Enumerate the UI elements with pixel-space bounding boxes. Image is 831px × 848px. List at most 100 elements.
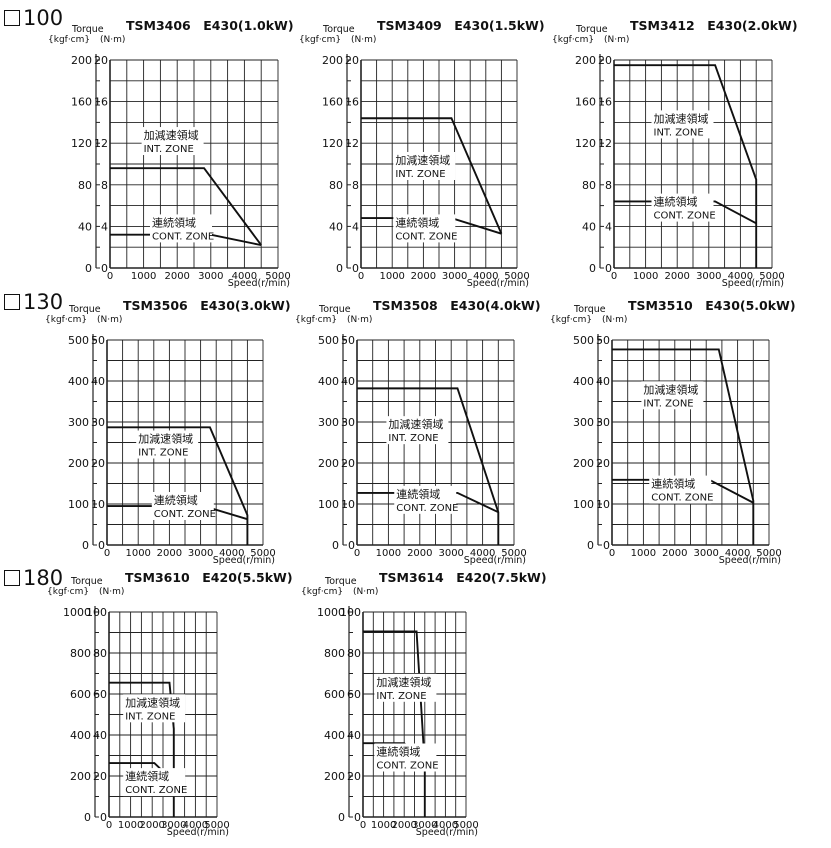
nm-tick-label: 8: [352, 179, 359, 192]
nm-tick-label: 0: [603, 539, 610, 552]
kgfcm-tick-label: 80: [329, 179, 343, 192]
y-axis-title: Torque: [322, 24, 355, 35]
chart-title: TSM3506 E430(3.0kW): [123, 298, 291, 313]
kgfcm-tick-label: 100: [68, 498, 89, 511]
x-tick-label: 1000: [118, 820, 143, 831]
int-zone-curve: [357, 387, 500, 545]
kgfcm-tick-label: 0: [589, 262, 596, 275]
zone-label-bg: [374, 743, 437, 772]
nm-tick-label: 10: [596, 498, 610, 511]
x-tick-label: 5000: [756, 548, 781, 559]
y-units-nm: (N·m): [100, 35, 125, 45]
y-axis-title: Torque: [70, 576, 103, 587]
x-tick-label: 5000: [204, 820, 229, 831]
kgfcm-tick-label: 160: [71, 96, 92, 109]
x-tick-label: 0: [611, 271, 617, 282]
nm-tick-label: 80: [93, 647, 107, 660]
kgfcm-tick-label: 40: [582, 220, 596, 233]
cont-zone-label-en: CONT. ZONE: [125, 785, 187, 796]
x-tick-label: 0: [609, 548, 615, 559]
y-units-kgfcm: {kgf·cm}: [550, 315, 592, 325]
y-axis-title: Torque: [324, 576, 357, 587]
y-units-nm: (N·m): [602, 315, 627, 325]
x-tick-label: 0: [360, 820, 366, 831]
x-tick-label: 1000: [371, 820, 396, 831]
x-axis-title: Speed(r/min): [467, 278, 529, 289]
x-tick-label: 5000: [265, 271, 290, 282]
cont-zone-label-en: CONT. ZONE: [396, 503, 458, 514]
nm-tick-label: 0: [100, 811, 107, 824]
int-zone-label-jp: 加減速領域: [376, 675, 431, 689]
kgfcm-tick-label: 80: [78, 179, 92, 192]
kgfcm-tick-label: 1000: [317, 606, 345, 619]
cont-zone-label-jp: 連続領域: [396, 487, 440, 501]
cont-zone-label-jp: 連続領域: [654, 195, 698, 209]
nm-tick-label: 20: [345, 54, 359, 67]
cont-zone-label-en: CONT. ZONE: [152, 231, 214, 242]
int-zone-curve: [361, 117, 503, 235]
nm-tick-label: 20: [91, 457, 105, 470]
nm-tick-label: 0: [354, 811, 361, 824]
chart-title: TSM3409 E430(1.5kW): [377, 18, 545, 33]
cont-zone-label-jp: 連続領域: [152, 215, 196, 229]
y-units-kgfcm: {kgf·cm}: [47, 587, 89, 597]
nm-tick-label: 60: [347, 688, 361, 701]
x-axis-title: Speed(r/min): [416, 827, 478, 838]
section-label-130: 130: [4, 290, 63, 314]
x-tick-label: 0: [104, 548, 110, 559]
nm-tick-label: 30: [341, 416, 355, 429]
x-axis-title: Speed(r/min): [722, 278, 784, 289]
x-tick-label: 2000: [164, 271, 189, 282]
int-zone-label-jp: 加減速領域: [138, 432, 193, 446]
int-zone-curve: [110, 167, 262, 246]
chart-title: TSM3614 E420(7.5kW): [379, 570, 547, 585]
kgfcm-tick-label: 160: [575, 96, 596, 109]
zone-label-bg: [386, 416, 449, 445]
zone-label-bg: [641, 381, 704, 410]
x-axis-title: Speed(r/min): [464, 555, 526, 566]
x-tick-label: 2000: [411, 271, 436, 282]
kgfcm-tick-label: 800: [70, 647, 91, 660]
chart-title: TSM3510 E430(5.0kW): [628, 298, 796, 313]
zone-label-bg: [651, 110, 714, 139]
x-tick-label: 1000: [376, 548, 401, 559]
nm-tick-label: 20: [341, 457, 355, 470]
nm-tick-label: 30: [91, 416, 105, 429]
y-units-nm: (N·m): [99, 587, 124, 597]
x-tick-label: 3000: [188, 548, 213, 559]
y-units-kgfcm: {kgf·cm}: [552, 35, 594, 45]
cont-zone-curve: [614, 200, 757, 225]
int-zone-label-jp: 加減速領域: [144, 128, 199, 142]
kgfcm-tick-label: 0: [85, 262, 92, 275]
kgfcm-tick-label: 200: [575, 54, 596, 67]
zone-label-bg: [374, 673, 437, 702]
x-tick-label: 5000: [504, 271, 529, 282]
nm-tick-label: 16: [598, 96, 612, 109]
kgfcm-tick-label: 200: [573, 457, 594, 470]
nm-tick-label: 12: [345, 137, 359, 150]
nm-tick-label: 40: [596, 375, 610, 388]
int-zone-label-en: INT. ZONE: [395, 169, 445, 180]
kgfcm-tick-label: 800: [324, 647, 345, 660]
zone-label-bg: [123, 694, 186, 723]
nm-tick-label: 80: [347, 647, 361, 660]
int-zone-curve: [107, 426, 249, 545]
nm-tick-label: 60: [93, 688, 107, 701]
zone-label-bg: [150, 214, 212, 243]
x-tick-label: 3000: [412, 820, 437, 831]
nm-tick-label: 0: [98, 539, 105, 552]
x-tick-label: 2000: [157, 548, 182, 559]
x-tick-label: 0: [354, 548, 360, 559]
cont-zone-label-jp: 連続領域: [395, 215, 439, 229]
kgfcm-tick-label: 400: [573, 375, 594, 388]
kgfcm-tick-label: 80: [582, 179, 596, 192]
nm-tick-label: 16: [94, 96, 108, 109]
cont-zone-label-en: CONT. ZONE: [654, 211, 716, 222]
cont-zone-label-en: CONT. ZONE: [651, 493, 713, 504]
chart-title: TSM3610 E420(5.5kW): [125, 570, 293, 585]
y-units-nm: (N·m): [353, 587, 378, 597]
int-zone-label-en: INT. ZONE: [376, 691, 426, 702]
zone-label-bg: [123, 768, 186, 797]
zone-label-bg: [394, 485, 457, 514]
